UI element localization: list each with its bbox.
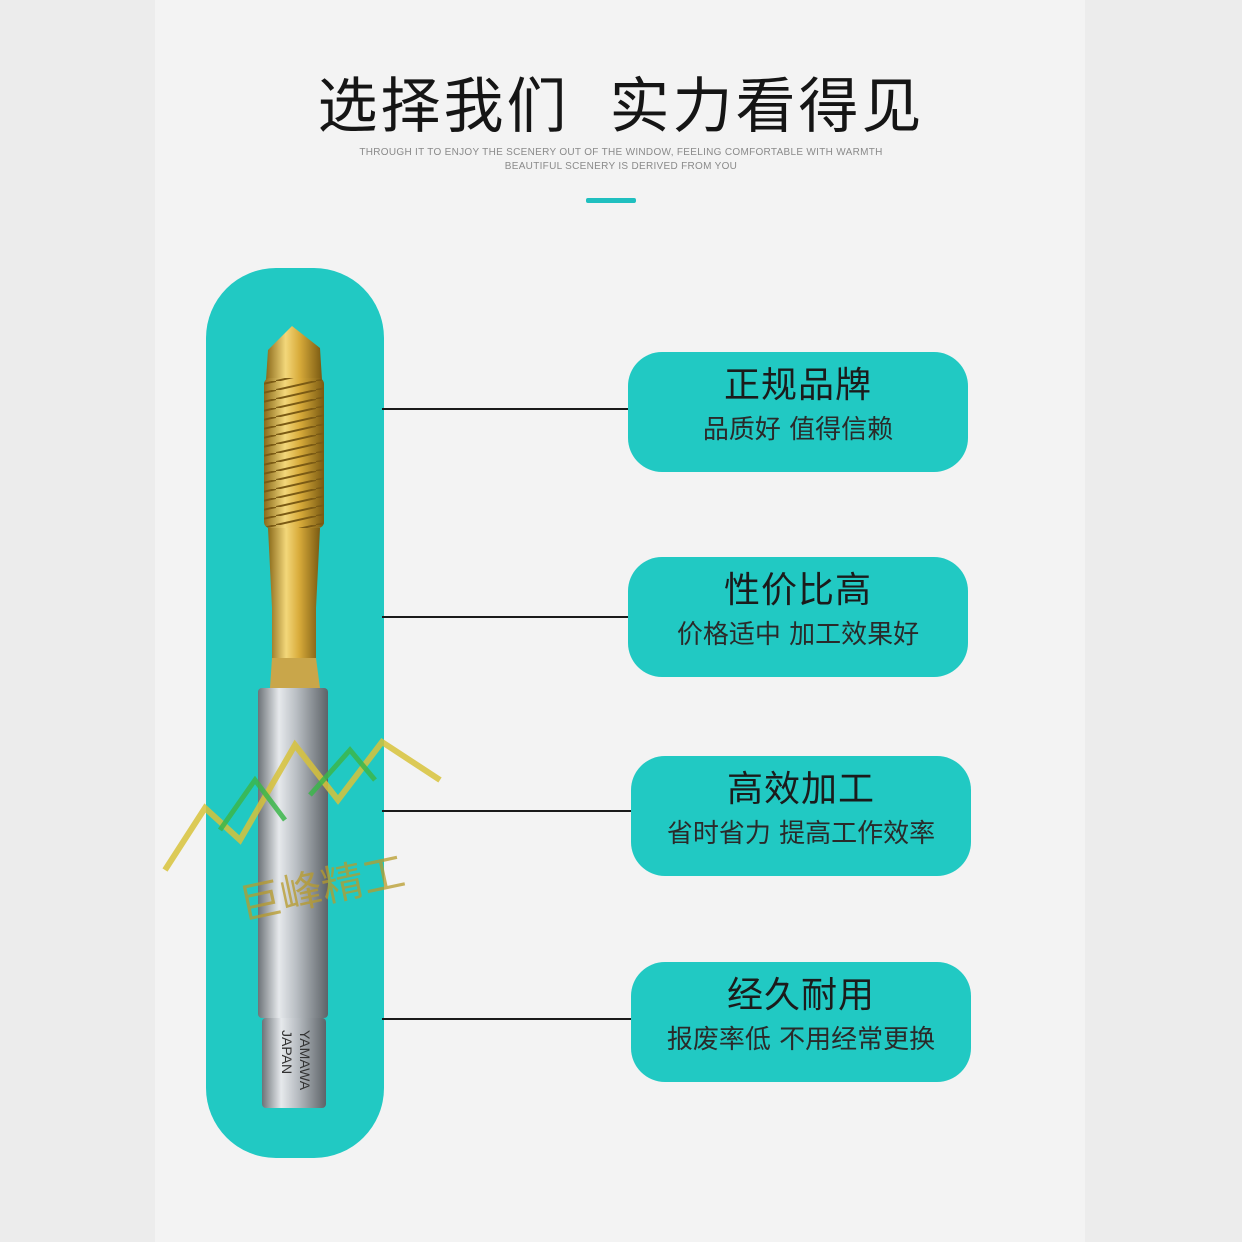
- title-part-2: 实力看得见: [609, 72, 925, 142]
- watermark-logo: 巨峰精工: [162, 737, 442, 920]
- page-title: 选择我们实力看得见: [0, 58, 1242, 145]
- subtitle-line-2: BEAUTIFUL SCENERY IS DERIVED FROM YOU: [504, 161, 738, 172]
- tap-drill-image: YAMAWA JAPAN: [258, 326, 328, 1108]
- connector-line-1: [382, 408, 634, 410]
- feature-title: 性价比高: [723, 570, 872, 611]
- accent-divider: [586, 198, 636, 203]
- feature-description: 品质好 值得信赖: [702, 415, 894, 445]
- connector-line-3: [382, 810, 636, 812]
- feature-title: 经久耐用: [726, 975, 875, 1016]
- connector-line-4: [382, 1018, 638, 1020]
- connector-line-2: [382, 616, 634, 618]
- shank-text-1: YAMAWA: [297, 1030, 313, 1091]
- shank-text-2: JAPAN: [279, 1030, 295, 1074]
- feature-card-value: 性价比高 价格适中 加工效果好: [628, 557, 968, 677]
- feature-description: 报废率低 不用经常更换: [666, 1025, 936, 1055]
- title-part-1: 选择我们: [317, 72, 570, 142]
- watermark-text: 巨峰精工: [235, 847, 410, 920]
- feature-description: 省时省力 提高工作效率: [666, 819, 936, 849]
- feature-title: 正规品牌: [723, 365, 872, 406]
- subtitle-line-1: THROUGH IT TO ENJOY THE SCENERY OUT OF T…: [359, 147, 883, 158]
- feature-card-efficiency: 高效加工 省时省力 提高工作效率: [631, 756, 971, 876]
- feature-description: 价格适中 加工效果好: [676, 620, 920, 650]
- feature-card-durable: 经久耐用 报废率低 不用经常更换: [631, 962, 971, 1082]
- page-subtitle: THROUGH IT TO ENJOY THE SCENERY OUT OF T…: [0, 146, 1242, 174]
- feature-title: 高效加工: [726, 769, 875, 810]
- feature-card-brand: 正规品牌 品质好 值得信赖: [628, 352, 968, 472]
